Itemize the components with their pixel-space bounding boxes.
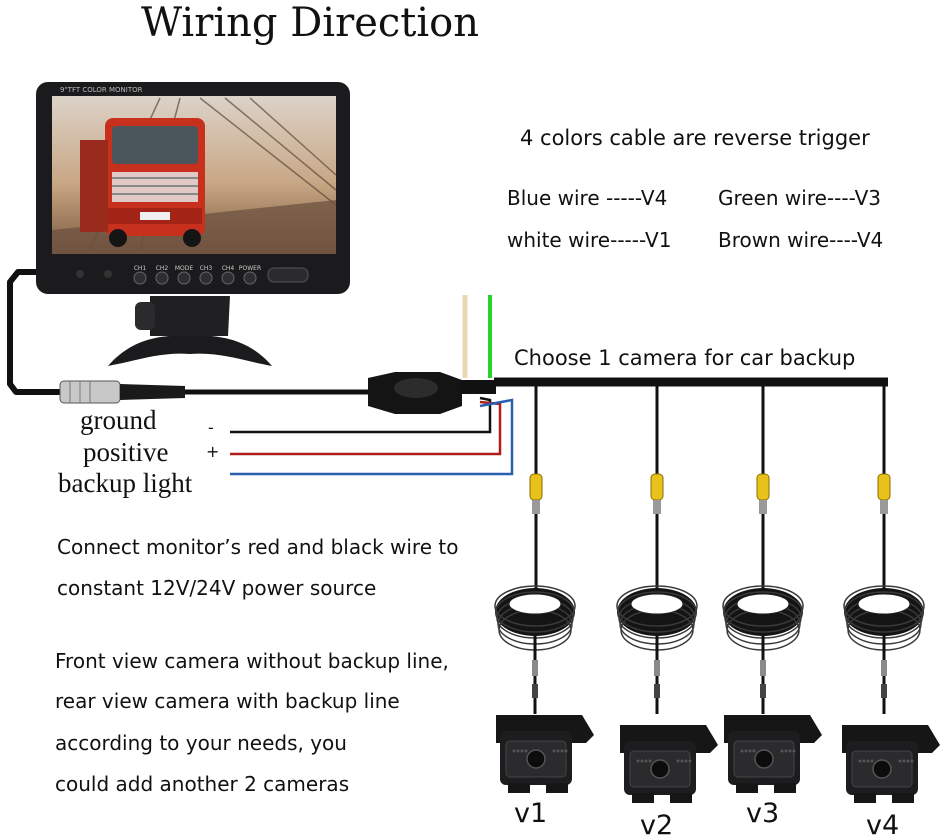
trigger-heading: 4 colors cable are reverse trigger <box>520 126 870 150</box>
monitor-cable <box>7 269 64 395</box>
backup-light-wire <box>230 398 514 476</box>
monitor-button-label: POWER <box>239 265 261 272</box>
cable-coil-icon <box>843 585 925 651</box>
yellow-connector-icon <box>756 473 770 501</box>
splitter-outlet <box>460 380 496 394</box>
yellow-connector-icon <box>650 473 664 501</box>
monitor-button-ch3[interactable]: CH3 <box>199 265 213 285</box>
yellow-connector-icon <box>877 473 891 501</box>
usage-note-line-1: Front view camera without backup line, <box>55 649 449 673</box>
camera-icon <box>620 725 718 803</box>
wire-mapping-green: Green wire----V3 <box>718 186 882 210</box>
ir-sensor <box>76 270 84 278</box>
ground-wire <box>230 396 492 434</box>
monitor-button-label: CH4 <box>222 265 235 272</box>
camera-icon <box>724 715 822 793</box>
page-title: Wiring Direction <box>141 0 479 46</box>
monitor-button-ch4[interactable]: CH4 <box>221 265 235 285</box>
wire-mapping-white: white wire-----V1 <box>507 228 672 252</box>
camera-icon <box>842 725 940 803</box>
wire-mapping-blue: Blue wire -----V4 <box>507 186 668 210</box>
stand-knob <box>135 302 155 330</box>
monitor-brand-text: 9"TFT COLOR MONITOR <box>60 86 143 94</box>
monitor-button-label: MODE <box>175 265 194 272</box>
choose-camera-label: Choose 1 camera for car backup <box>514 346 856 370</box>
power-wires <box>230 396 514 476</box>
power-note-line-2: constant 12V/24V power source <box>57 576 377 600</box>
wire-mapping-brown: Brown wire----V4 <box>718 228 884 252</box>
monitor: CH1 CH2 MODE CH3 CH4 POWER <box>36 82 350 366</box>
connector-pin <box>653 500 661 514</box>
speaker-grille <box>267 267 309 283</box>
monitor-button-power[interactable]: POWER <box>239 265 261 285</box>
usage-note-line-4: could add another 2 cameras <box>55 772 350 796</box>
camera-assembly-v2 <box>616 384 718 803</box>
positive-label: positive <box>83 437 169 467</box>
truck-icon <box>80 118 205 247</box>
connector-pin <box>880 500 888 514</box>
camera-assembly-v4 <box>842 384 940 803</box>
monitor-button-label: CH2 <box>156 265 169 272</box>
camera-label-v3: v3 <box>746 798 780 829</box>
monitor-button-label: CH3 <box>200 265 213 272</box>
monitor-button-ch2[interactable]: CH2 <box>155 265 169 285</box>
backup-light-label: backup light <box>58 468 193 498</box>
camera-assembly-v3 <box>722 384 822 793</box>
usage-note-line-3: according to your needs, you <box>55 731 347 755</box>
camera-assembly-v1 <box>494 384 594 793</box>
power-led <box>104 270 112 278</box>
plug-sleeve <box>120 384 185 400</box>
positive-wire <box>230 400 502 456</box>
monitor-button-label: CH1 <box>134 265 147 272</box>
camera-label-v2: v2 <box>640 810 674 840</box>
monitor-button-mode[interactable]: MODE <box>175 265 194 285</box>
stand-base <box>108 335 272 366</box>
monitor-button-ch1[interactable]: CH1 <box>133 265 147 285</box>
bridge-cables <box>89 97 337 251</box>
power-note-line-1: Connect monitor’s red and black wire to <box>57 535 459 559</box>
connector-pin <box>759 500 767 514</box>
monitor-stand <box>150 296 230 336</box>
camera-icon <box>496 715 594 793</box>
ground-label: ground <box>80 405 157 435</box>
camera-label-v1: v1 <box>514 798 548 829</box>
yellow-connector-icon <box>529 473 543 501</box>
camera-label-v4: v4 <box>866 810 900 840</box>
connector-pin <box>532 500 540 514</box>
usage-note-line-2: rear view camera with backup line <box>55 689 400 713</box>
positive-sign: + <box>206 442 220 461</box>
ground-sign: - <box>208 418 214 437</box>
